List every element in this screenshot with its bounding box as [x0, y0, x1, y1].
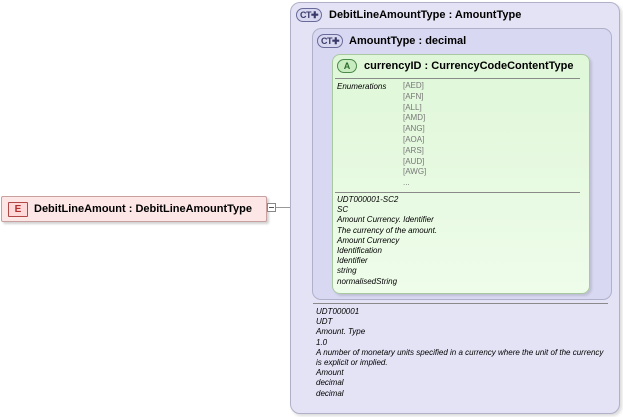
outer-doc-divider [313, 303, 608, 304]
inner-type-separator: : [418, 35, 423, 47]
enumeration-item: [AUD] [403, 156, 425, 166]
attribute-name: currencyID [364, 60, 422, 72]
outer-type-name: DebitLineAmountType [329, 9, 446, 21]
complex-type-badge-icon: CT✚ [296, 8, 322, 22]
element-type-separator: : [128, 203, 133, 215]
connector-line [276, 207, 290, 208]
doc-line: Identifier [337, 256, 368, 266]
inner-type-header: CT✚ AmountType : decimal [317, 34, 466, 48]
doc-line: normalisedString [337, 276, 398, 286]
attribute-documentation: UDT000001-SC2 SC Amount Currency. Identi… [337, 195, 437, 287]
doc-line: Amount Currency. Identifier [337, 215, 434, 225]
outer-documentation: UDT000001 UDT Amount. Type 1.0 A number … [316, 307, 608, 399]
attribute-separator: : [424, 60, 429, 72]
enumeration-list: [AED] [AFN] [ALL] [AMD] [ANG] [AOA] [ARS… [403, 81, 426, 189]
doc-line: Identification [337, 246, 382, 256]
outer-type-separator: : [448, 9, 453, 21]
outer-type-base: AmountType [454, 9, 522, 21]
doc-line: decimal [316, 388, 344, 398]
outer-type-title: DebitLineAmountType : AmountType [329, 9, 521, 21]
inner-type-title: AmountType : decimal [349, 35, 466, 47]
doc-line: UDT [316, 317, 333, 327]
enumeration-item: [AMD] [403, 113, 426, 123]
enumeration-item: [ALL] [403, 102, 422, 112]
doc-line: Amount [316, 368, 344, 378]
element-debit-line-amount[interactable]: E DebitLineAmount : DebitLineAmountType [1, 196, 267, 222]
enumeration-item: [AOA] [403, 134, 425, 144]
complex-type-badge-icon: CT✚ [317, 34, 343, 48]
element-title: DebitLineAmount : DebitLineAmountType [34, 203, 252, 215]
enumerations-label: Enumerations [337, 82, 387, 91]
attribute-badge-icon: A [337, 59, 357, 73]
doc-line: UDT000001 [316, 307, 360, 316]
enumeration-item: [ANG] [403, 124, 425, 134]
inner-type-base: decimal [425, 35, 467, 47]
collapse-toggle-icon[interactable] [267, 203, 276, 212]
element-name: DebitLineAmount [34, 203, 126, 215]
element-type: DebitLineAmountType [135, 203, 252, 215]
enumeration-item: [AFN] [403, 91, 424, 101]
doc-line: 1.0 [316, 337, 328, 347]
enumeration-item: ... [403, 178, 410, 188]
doc-line: string [337, 266, 357, 276]
attribute-type: CurrencyCodeContentType [431, 60, 574, 72]
doc-line: Amount. Type [316, 327, 366, 337]
doc-line: decimal [316, 378, 344, 388]
attribute-title: currencyID : CurrencyCodeContentType [364, 60, 573, 72]
attribute-divider [335, 78, 580, 79]
doc-line: The currency of the amount. [337, 225, 438, 235]
doc-line: Amount Currency [337, 235, 400, 245]
doc-line: A number of monetary units specified in … [316, 347, 604, 368]
attribute-currency-id[interactable] [332, 54, 590, 294]
enumeration-item: [AWG] [403, 167, 427, 177]
attribute-doc-divider [335, 192, 580, 193]
doc-line: UDT000001-SC2 [337, 195, 399, 204]
element-badge-icon: E [8, 201, 28, 217]
attribute-header: A currencyID : CurrencyCodeContentType [337, 59, 573, 73]
enumeration-item: [ARS] [403, 145, 424, 155]
enumeration-item: [AED] [403, 81, 424, 90]
inner-type-name: AmountType [349, 35, 416, 47]
outer-type-header: CT✚ DebitLineAmountType : AmountType [296, 8, 521, 22]
doc-line: SC [337, 205, 349, 215]
